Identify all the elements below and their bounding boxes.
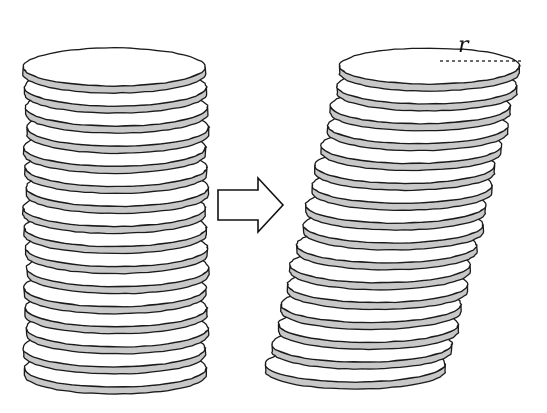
coin-face xyxy=(338,47,521,85)
left-coin xyxy=(22,47,207,94)
upright-coin-stack xyxy=(21,47,211,395)
radius-label: r xyxy=(458,33,470,58)
right-coin xyxy=(338,47,521,92)
sheared-coin-stack xyxy=(264,47,521,390)
radius-indicator: r xyxy=(440,33,521,62)
coin-face xyxy=(22,47,206,87)
transformation-arrow-icon xyxy=(217,175,285,235)
